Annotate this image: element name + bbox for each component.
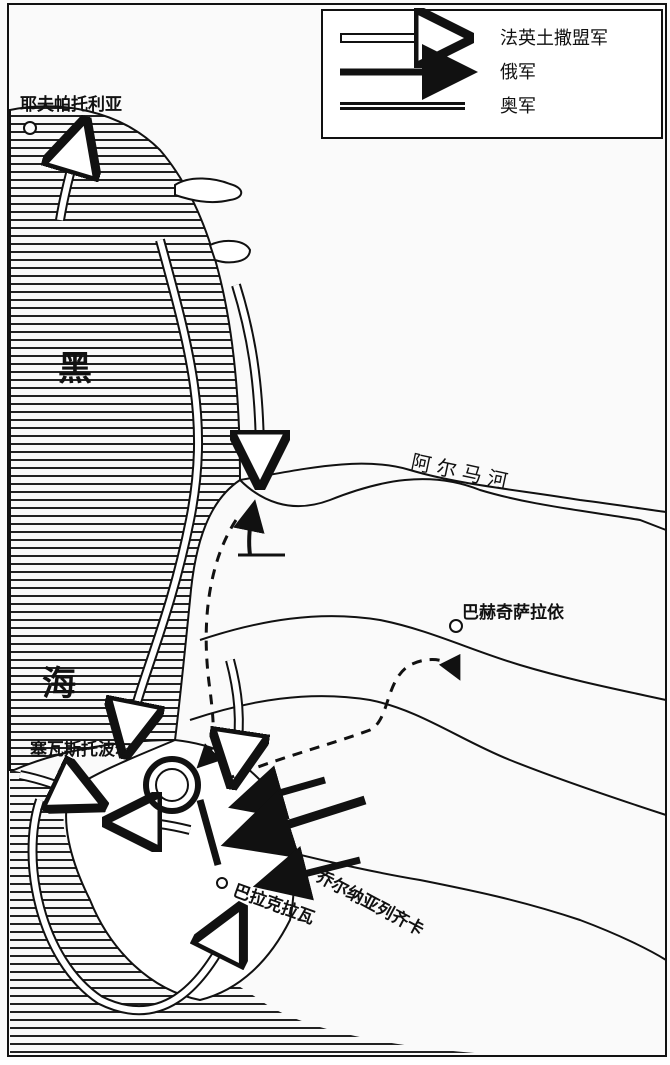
river-3 (189, 695, 667, 816)
river-2 (199, 615, 667, 701)
russian-retreat-dashed (224, 653, 461, 782)
label-bakhchisaray: 巴赫奇萨拉依 (462, 602, 565, 623)
sea-label-2: 海 (42, 664, 76, 704)
crimea-coast (239, 478, 667, 531)
sea-label-1: 黑 (58, 349, 92, 389)
allied-route-2 (130, 239, 202, 730)
russian-route-4 (196, 799, 222, 866)
label-chernaya: 乔尔纳亚列齐卡 (312, 865, 428, 940)
flank-march-dashed (196, 519, 238, 769)
sevastopol-fortress (143, 756, 201, 814)
yevpatoria-marker (23, 121, 37, 135)
legend-label-russian: 俄军 (500, 62, 536, 83)
russian-routes (196, 499, 367, 901)
island-2 (208, 239, 252, 264)
sevastopol-fortress-inner (155, 768, 189, 802)
label-sevastopol: 塞瓦斯托波尔 (30, 739, 132, 760)
allied-route-6 (132, 822, 191, 830)
label-alma-river: 阿尔马河 (409, 449, 516, 494)
label-yevpatoria: 耶夫帕托利亚 (20, 94, 122, 115)
alma-river (239, 462, 667, 513)
allied-route-7 (19, 775, 80, 795)
russian-route-3 (252, 846, 361, 901)
allied-route-4 (230, 659, 239, 760)
russian-route-2 (220, 789, 367, 859)
legend-label-allies: 法英土撒盟军 (500, 28, 608, 49)
bakhchisaray-marker (449, 619, 463, 633)
russian-route-5 (233, 499, 265, 556)
allied-routes (19, 145, 260, 1016)
legend: 法英土撒盟军 俄军 奥军 (321, 10, 663, 139)
legend-label-austrian: 奥军 (500, 96, 536, 117)
balaklava-marker (216, 877, 228, 889)
allied-route-5 (29, 799, 231, 1014)
allied-route-1 (60, 145, 78, 221)
allied-route-3 (236, 284, 260, 460)
island-1 (174, 177, 243, 204)
chernaya-river (239, 839, 667, 961)
southern-sea (10, 770, 520, 1056)
